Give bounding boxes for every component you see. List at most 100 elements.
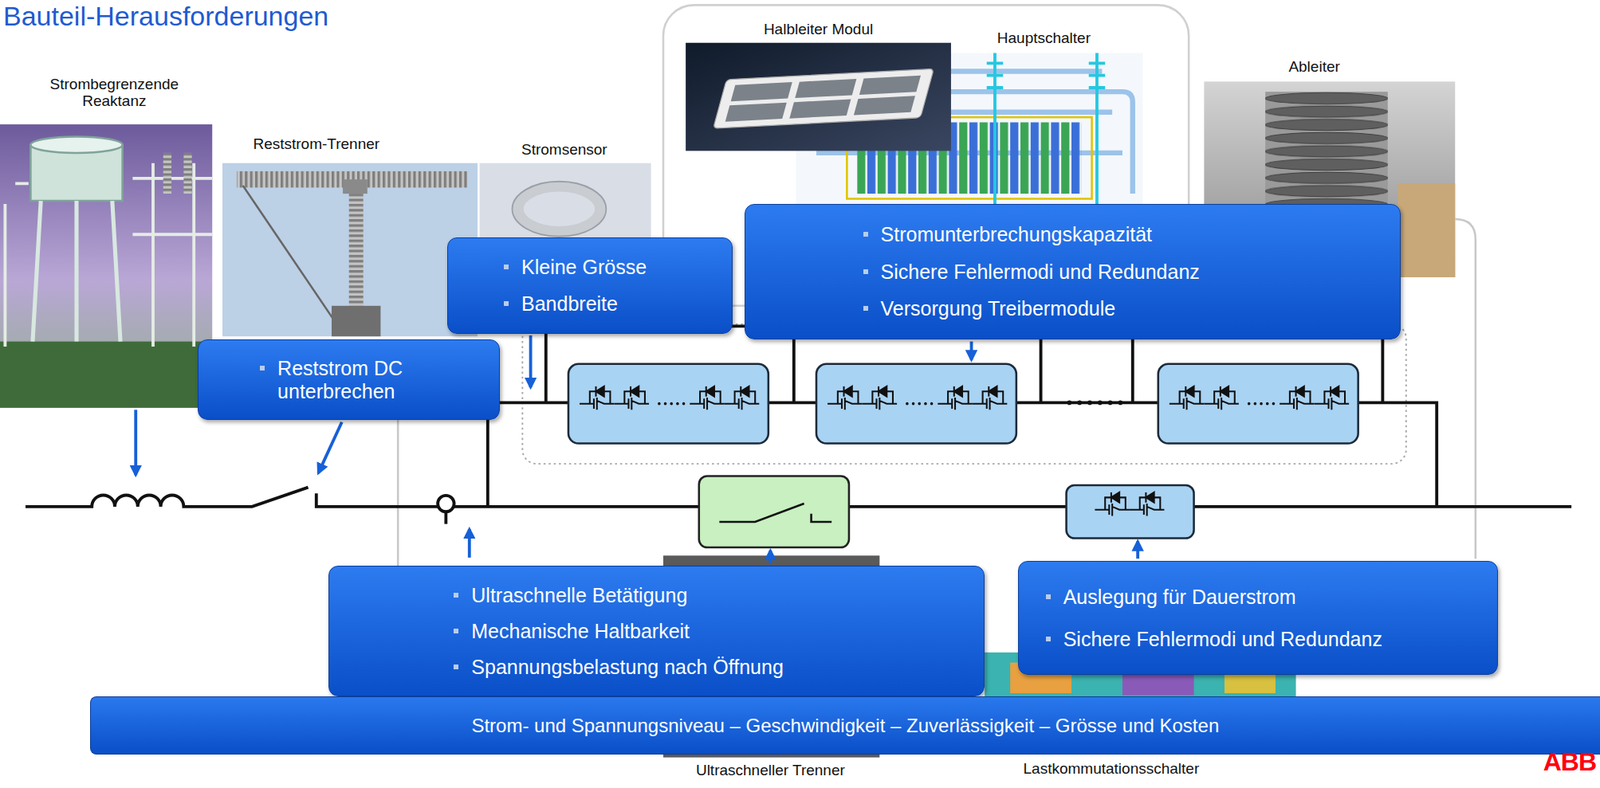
- outline-line: [397, 420, 400, 567]
- disconnector-photo: [222, 163, 478, 338]
- disconnector-photo: [331, 306, 381, 337]
- callout-text: Mechanische Haltbarkeit: [471, 620, 690, 644]
- bullet-item: Kleine Grösse: [503, 255, 723, 280]
- bullet-marker: [863, 231, 869, 237]
- semiconductor-module-photo: [789, 99, 851, 119]
- bullet-item: Versorgung Treibermodule: [863, 297, 1392, 321]
- current-sensor-photo: [479, 163, 652, 245]
- bullet-item: Spannungsbelastung nach Öffnung: [453, 656, 975, 680]
- igbt-module-symbol: [689, 386, 759, 410]
- circuit-wire: [316, 493, 1572, 508]
- continuation-dots: [1265, 402, 1270, 406]
- bullet-marker: [503, 301, 509, 307]
- callout-text: Bandbreite: [521, 292, 618, 316]
- ufd-switch-symbol: [699, 475, 850, 548]
- callout-box: Reststrom DC unterbrechen: [197, 339, 500, 421]
- bullet-item: Ultraschnelle Betätigung: [453, 584, 975, 608]
- current-sensor-photo: [512, 181, 607, 237]
- lcs-switch-symbol: [1066, 485, 1195, 539]
- bullet-item: Bandbreite: [503, 292, 723, 316]
- continuation-dots: [923, 402, 928, 406]
- continuation-dots: [1087, 400, 1093, 406]
- bullet-marker: [453, 664, 459, 670]
- banner-line: Strom- und Spannungsniveau – Geschwindig…: [471, 715, 1219, 738]
- slide-title: Bauteil-Herausforderungen: [3, 1, 329, 32]
- continuation-dots: [676, 402, 680, 406]
- callout-box: Auslegung für DauerstromSichere Fehlermo…: [1018, 561, 1498, 676]
- continuation-dots: [1247, 402, 1251, 406]
- callout-text: Kleine Grösse: [521, 255, 647, 280]
- bullet-item: Sichere Fehlermodi und Redundanz: [1045, 628, 1488, 652]
- arrester-photo: [1398, 183, 1456, 278]
- callout-text: Versorgung Treibermodule: [880, 297, 1117, 321]
- semiconductor-module-photo: [685, 43, 952, 152]
- main-breaker-illustration: [986, 53, 1105, 205]
- bullet-marker: [503, 264, 509, 270]
- callout-box: Ultraschnelle BetätigungMechanische Halt…: [328, 566, 985, 697]
- bullet-item: Reststrom DC unterbrechen: [259, 357, 490, 404]
- igbt-module-symbol: [568, 364, 1359, 445]
- semiconductor-module-photo: [859, 75, 921, 95]
- reactor-photo: [0, 124, 213, 409]
- breaker-region: [522, 324, 1406, 464]
- current-sensor-photo: [518, 186, 600, 232]
- reactor-photo: [183, 153, 192, 194]
- reactor-photo: [30, 136, 122, 153]
- continuation-dots: [930, 402, 934, 406]
- bullet-marker: [259, 365, 265, 371]
- part-caption: Halbleiter Modul: [763, 20, 873, 38]
- bullet-item: Stromunterbrechungskapazität: [863, 223, 1392, 247]
- bullet-marker: [1045, 636, 1051, 642]
- callout-text: Sichere Fehlermodi und Redundanz: [1063, 628, 1383, 652]
- continuation-dots: [657, 400, 1275, 406]
- continuation-dots: [1077, 400, 1082, 406]
- leader-arrow: [318, 422, 342, 474]
- disconnector-photo: [342, 179, 368, 194]
- callout-text: Reststrom DC unterbrechen: [277, 357, 467, 404]
- bullet-marker: [453, 593, 459, 598]
- part-caption: Lastkommutationsschalter: [1023, 760, 1200, 778]
- lcs-switch-symbol: [1094, 492, 1164, 516]
- continuation-dots: [912, 402, 916, 406]
- bullet-marker: [1045, 594, 1051, 600]
- breaker-region: [522, 324, 1406, 464]
- banner-text: Strom- und Spannungsniveau – Geschwindig…: [471, 715, 1219, 738]
- disconnector-photo: [349, 193, 364, 308]
- igbt-module-symbol: [1279, 386, 1349, 410]
- part-caption: Ableiter: [1288, 58, 1340, 75]
- callout-box: StromunterbrechungskapazitätSichere Fehl…: [744, 204, 1401, 340]
- bullet-marker: [863, 269, 869, 275]
- semiconductor-module-photo: [731, 82, 793, 102]
- callout-text: Spannungsbelastung nach Öffnung: [471, 656, 784, 680]
- continuation-dots: [1254, 402, 1258, 406]
- callout-box: Kleine GrösseBandbreite: [447, 237, 733, 334]
- bullet-item: Mechanische Haltbarkeit: [453, 620, 975, 644]
- continuation-dots: [1118, 400, 1124, 406]
- continuation-dots: [1259, 402, 1263, 406]
- current-sensor-photo: [479, 163, 652, 245]
- igbt-module-symbol: [579, 386, 649, 410]
- leader-arrow: [133, 409, 138, 476]
- semiconductor-module-photo: [853, 95, 916, 115]
- company-logo: ABB: [1543, 749, 1597, 775]
- ufd-switch-symbol: [719, 503, 832, 523]
- part-caption: Reststrom-Trenner: [252, 135, 380, 153]
- continuation-dots: [1272, 402, 1276, 406]
- disconnector-photo: [222, 163, 478, 338]
- semiconductor-module-photo: [713, 68, 935, 129]
- continuation-dots: [1067, 400, 1073, 406]
- lcs-switch-symbol: [1066, 485, 1195, 539]
- igbt-module-symbol: [1169, 386, 1239, 410]
- bullet-item: Auslegung für Dauerstrom: [1045, 585, 1488, 610]
- bullet-item: Sichere Fehlermodi und Redundanz: [863, 260, 1392, 284]
- continuation-dots: [1097, 400, 1103, 406]
- continuation-dots: [669, 402, 673, 406]
- part-caption: Strombegrenzende Reaktanz: [34, 75, 194, 111]
- igbt-module-symbol: [937, 386, 1007, 410]
- leader-arrow: [768, 550, 772, 565]
- disconnector-photo: [243, 185, 338, 325]
- callout-text: Stromunterbrechungskapazität: [880, 223, 1152, 247]
- igbt-module-symbol: [568, 364, 769, 445]
- current-sensor-symbol: [444, 511, 448, 524]
- current-sensor-symbol: [437, 495, 454, 525]
